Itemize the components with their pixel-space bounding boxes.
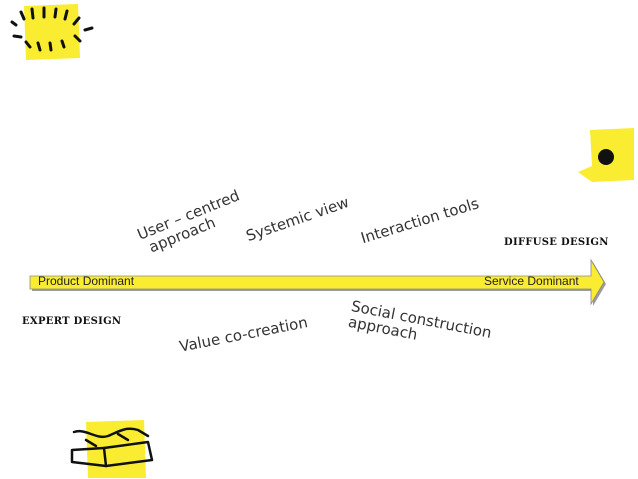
- expert-design-label: EXPERT DESIGN: [22, 316, 122, 327]
- diffuse-design-label: DIFFUSE DESIGN: [504, 237, 609, 248]
- dot-sticker-icon: [578, 128, 634, 182]
- product-service-arrow: [29, 258, 606, 306]
- service-dominant-label: Service Dominant: [484, 274, 579, 288]
- sun-doodle-icon: [10, 4, 94, 60]
- box-doodle-icon: [70, 420, 154, 478]
- product-dominant-label: Product Dominant: [38, 274, 135, 288]
